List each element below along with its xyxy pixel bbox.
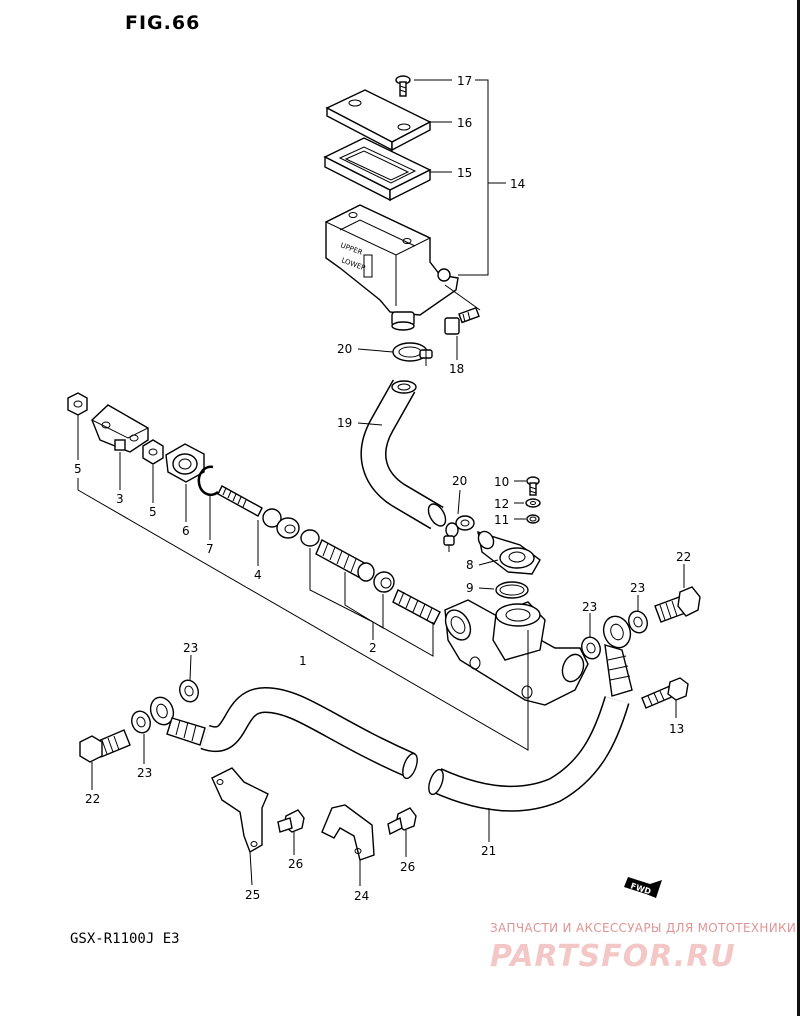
- part-19-reservoir-hose: [360, 379, 447, 530]
- part-17-screw: [395, 75, 411, 97]
- callout-6: 6: [182, 524, 190, 538]
- callout-21: 21: [481, 844, 496, 858]
- hose-left-banjo: [149, 686, 418, 780]
- reservoir-assembly: UPPER LOWER: [323, 75, 480, 530]
- part-24-clamp: [321, 804, 375, 861]
- part-5-nut-left: [67, 392, 88, 416]
- callout-22-right: 22: [676, 550, 691, 564]
- part-10-screw: [526, 476, 540, 496]
- callout-25: 25: [245, 888, 260, 902]
- callout-13: 13: [669, 722, 684, 736]
- callout-23-mid: 23: [582, 600, 597, 614]
- callout-5-right: 5: [149, 505, 157, 519]
- watermark: ЗАПЧАСТИ И АКСЕССУАРЫ ДЛЯ МОТОТЕХНИКИ PA…: [490, 921, 796, 974]
- callout-24: 24: [354, 889, 369, 903]
- part-20-hose-clamp-lower: [443, 522, 459, 552]
- part-9-oring: [495, 581, 529, 599]
- leader-lines: [77, 79, 685, 886]
- callout-4: 4: [254, 568, 262, 582]
- figure-title: FIG.66: [125, 12, 200, 34]
- callout-1: 1: [299, 654, 307, 668]
- master-cylinder-assembly: [67, 392, 589, 706]
- part-1-master-cylinder-body: [444, 599, 589, 706]
- part-26-bolt-left: [277, 809, 305, 833]
- callout-22-left: 22: [85, 792, 100, 806]
- callout-8: 8: [466, 558, 474, 572]
- callout-26-right: 26: [400, 860, 415, 874]
- callout-18: 18: [449, 362, 464, 376]
- callout-15: 15: [457, 166, 472, 180]
- part-6-boot: [165, 443, 205, 483]
- callout-numbers: 17 16 15 14 20 18 19 20 10 12 11 8 9 5 3…: [74, 74, 691, 903]
- callout-11: 11: [494, 513, 509, 527]
- callout-3: 3: [116, 492, 124, 506]
- callout-14: 14: [510, 177, 525, 191]
- part-23-washer-left-upper: [179, 679, 199, 703]
- hose-side-assembly: [79, 586, 701, 861]
- page-edge: [797, 0, 800, 1016]
- part-22-banjo-bolt-right: [654, 586, 701, 623]
- callout-20-upper: 20: [337, 342, 352, 356]
- part-7-circlip: [197, 465, 219, 497]
- callout-19: 19: [337, 416, 352, 430]
- callout-2: 2: [369, 641, 377, 655]
- callout-9: 9: [466, 581, 474, 595]
- part-26-bolt-right: [387, 807, 417, 836]
- part-4-pushrod: [217, 485, 300, 539]
- part-2-piston-set: [300, 529, 441, 625]
- callout-20-lower: 20: [452, 474, 467, 488]
- part-20-hose-clamp-upper: [392, 342, 433, 366]
- callout-26-left: 26: [288, 857, 303, 871]
- watermark-logo: PARTSFOR.RU: [490, 939, 736, 974]
- part-5-nut-right: [142, 439, 164, 465]
- part-21-brake-hose: [428, 615, 633, 812]
- callout-17: 17: [457, 74, 472, 88]
- part-8-hose-fitting: [455, 515, 541, 575]
- callout-10: 10: [494, 475, 509, 489]
- reservoir-body: UPPER LOWER: [324, 204, 459, 331]
- part-23-washer-right: [628, 610, 648, 634]
- callout-23-far-right: 23: [630, 581, 645, 595]
- callout-7: 7: [206, 542, 214, 556]
- watermark-tagline: ЗАПЧАСТИ И АКСЕССУАРЫ ДЛЯ МОТОТЕХНИКИ: [490, 921, 796, 935]
- callout-5-left: 5: [74, 462, 82, 476]
- part-25-bracket: [211, 767, 269, 854]
- callout-12: 12: [494, 497, 509, 511]
- part-23-washer-mid: [581, 636, 601, 660]
- part-12-washer: [525, 498, 541, 508]
- model-code: GSX-R1100J E3: [70, 931, 180, 947]
- callout-23-left-upper: 23: [183, 641, 198, 655]
- part-15-diaphragm: [323, 137, 432, 202]
- part-18-bolt: [444, 306, 480, 335]
- part-22-banjo-bolt-left: [79, 729, 131, 763]
- callout-23-left-lower: 23: [137, 766, 152, 780]
- fwd-arrow-icon: FWD: [624, 877, 662, 898]
- part-13-bolt: [641, 677, 689, 709]
- callout-16: 16: [457, 116, 472, 130]
- part-23-washer-left-lower: [131, 710, 151, 734]
- part-11-oring: [526, 514, 540, 524]
- svg-text:FWD: FWD: [629, 881, 652, 896]
- part-16-cap: [325, 89, 432, 152]
- part-3-clevis: [91, 404, 150, 453]
